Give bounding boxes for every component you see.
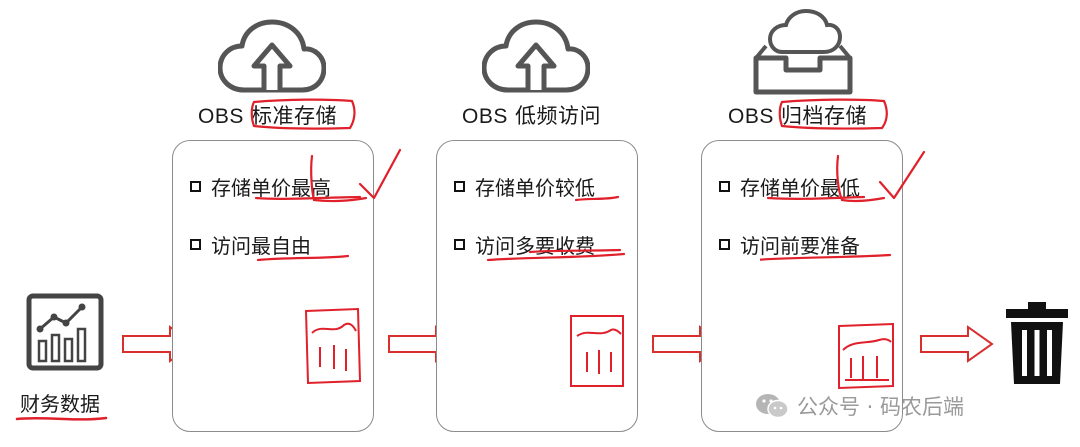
- obs-prefix: OBS: [462, 105, 508, 128]
- underline-mark: [15, 416, 108, 421]
- wechat-icon: [756, 394, 789, 419]
- tier-title: OBS 标准存储: [198, 100, 337, 130]
- cloud-archive-icon: [753, 8, 853, 95]
- tier-title: OBS 归档存储: [728, 100, 867, 130]
- tier-card: [436, 140, 638, 432]
- cloud-upload-icon: [482, 19, 590, 93]
- tier-card: [172, 140, 374, 432]
- checkbox-icon: [454, 239, 465, 250]
- feature-item: 访问多要收费: [454, 230, 595, 259]
- feature-item: 访问前要准备: [719, 230, 860, 259]
- tier-name: 归档存储: [781, 104, 868, 128]
- feature-item: 存储单价较低: [454, 172, 595, 201]
- checkbox-icon: [454, 181, 465, 192]
- tier-name: 标准存储: [251, 104, 338, 128]
- annotation-marks: [254, 148, 402, 262]
- bar-chart-icon: [26, 293, 104, 371]
- financial-data-label: 财务数据: [20, 392, 100, 416]
- circle-mark: [250, 98, 356, 130]
- cloud-upload-icon: [218, 19, 326, 93]
- tier-name: 低频访问: [515, 104, 602, 128]
- doc-sketch-icon: [838, 322, 894, 390]
- tier-title: OBS 低频访问: [462, 100, 601, 130]
- obs-prefix: OBS: [198, 105, 244, 128]
- watermark-text: 公众号 · 码农后端: [797, 395, 965, 419]
- watermark: 公众号 · 码农后端: [755, 391, 964, 421]
- annotation-marks: [486, 195, 626, 262]
- doc-sketch-icon: [304, 307, 362, 385]
- tier-card: [701, 140, 903, 432]
- flow-arrow-4: [920, 325, 994, 363]
- checkbox-icon: [190, 181, 201, 192]
- obs-prefix: OBS: [728, 105, 774, 128]
- circle-mark: [778, 98, 888, 130]
- feature-item: 访问最自由: [190, 230, 311, 259]
- checkbox-icon: [719, 239, 730, 250]
- checkbox-icon: [719, 181, 730, 192]
- doc-sketch-icon: [570, 315, 624, 387]
- annotation-marks: [760, 150, 926, 261]
- trash-icon: [1006, 302, 1068, 384]
- checkbox-icon: [190, 239, 201, 250]
